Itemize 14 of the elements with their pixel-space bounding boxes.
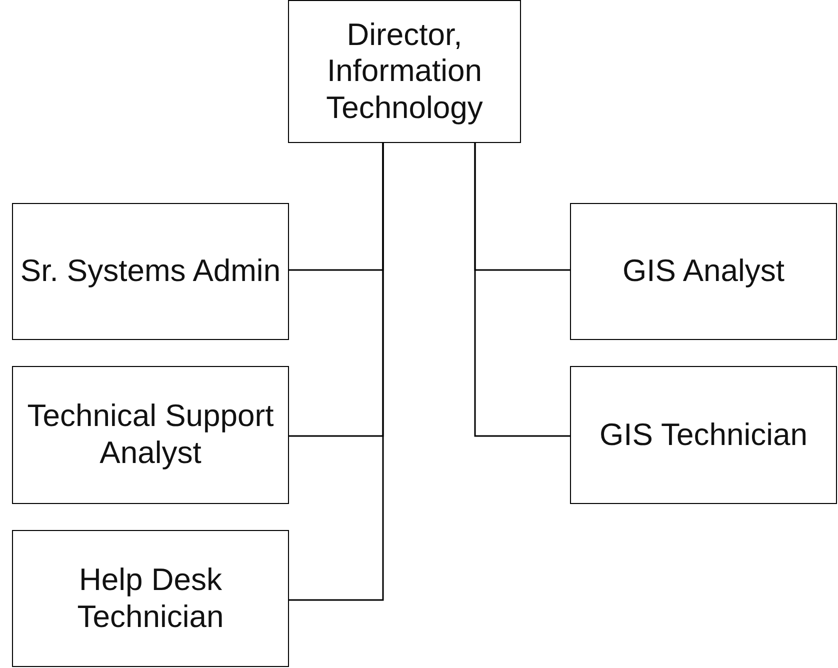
position-box (12, 366, 289, 504)
position-box (570, 203, 837, 340)
position-box (288, 0, 521, 143)
position-title: GIS Analyst (622, 253, 784, 290)
position-box (570, 366, 837, 504)
position-box (12, 203, 289, 340)
position-title: GIS Technician (600, 416, 808, 454)
position-title: Director, Information Technology (325, 16, 484, 126)
position-title: Technical Support Analyst (26, 398, 275, 472)
position-box (12, 530, 289, 667)
connector-line (289, 143, 384, 601)
position-title: Help Desk Technician (76, 562, 225, 636)
position-title: Sr. Systems Admin (20, 253, 281, 290)
connector-line (474, 143, 570, 437)
